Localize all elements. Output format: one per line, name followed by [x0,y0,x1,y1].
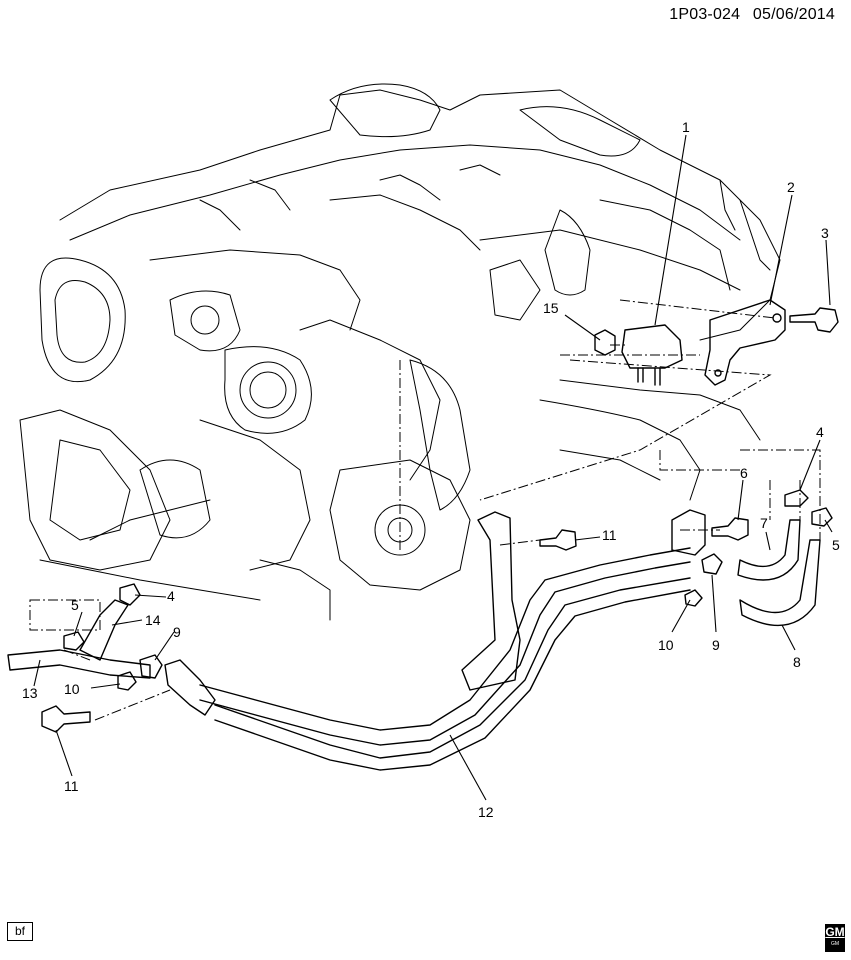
callout-4-left: 4 [167,588,175,604]
callout-6: 6 [740,465,748,481]
callout-5-right: 5 [832,537,840,553]
bolt-3-part [789,307,839,333]
pipe-12-part [199,547,691,731]
hose-13-part [7,649,151,679]
clamp-10-left-part [117,671,137,691]
callout-4-right: 4 [816,424,824,440]
callout-2: 2 [787,179,795,195]
pipe-bracket-part [461,511,521,691]
callout-10-left: 10 [64,681,80,697]
callout-8: 8 [793,654,801,670]
clamp-6-part [671,509,706,556]
bolt-11-left-part [41,705,91,733]
clamp-4-left-part [119,583,141,606]
callout-9-right: 9 [712,637,720,653]
diagram-code: 1P03-024 [669,6,741,23]
callout-3: 3 [821,225,829,241]
bolt-6-part [711,517,749,541]
callout-1: 1 [682,119,690,135]
sensor-bracket-part [704,299,786,386]
gm-logo: GM GM [825,924,845,952]
clamp-9-left-part [139,654,163,679]
hose-8-part [739,539,821,627]
sensor-ports-part [637,367,661,386]
callout-leader-lines [33,134,833,801]
callout-labels: 1 2 3 15 4 6 7 5 11 8 9 10 12 4 5 14 9 1… [22,119,840,820]
nut-15-part [594,329,616,356]
gm-logo-text: GM [825,925,845,939]
left-pipe-bracket-part [164,659,216,716]
diagram-date: 05/06/2014 [752,6,835,23]
callout-13: 13 [22,685,38,701]
pressure-sensor-part [621,324,683,369]
clamp-4-right-part [784,489,809,507]
engine-assembly-illustration [19,83,781,621]
callout-14: 14 [145,612,161,628]
callout-5-left: 5 [71,597,79,613]
callout-9-left: 9 [173,624,181,640]
assembly-reference-lines [29,299,821,721]
callout-10-right: 10 [658,637,674,653]
callout-15: 15 [543,300,559,316]
clamp-10-right-part [684,589,703,607]
callout-11-right: 11 [602,527,617,543]
parts-line-art [7,299,839,771]
bolt-11-right-part [539,529,577,551]
diagram-reference: 1P03-024 05/06/2014 [661,6,835,24]
clamp-9-right-part [701,553,723,575]
gm-logo-subtext: GM [830,941,840,947]
callout-12: 12 [478,804,494,820]
callout-11-left: 11 [64,778,79,794]
callout-7: 7 [760,515,768,531]
illustration-tag: bf [7,922,33,941]
hose-7-part [737,519,801,581]
clamp-5-right-part [811,507,833,527]
